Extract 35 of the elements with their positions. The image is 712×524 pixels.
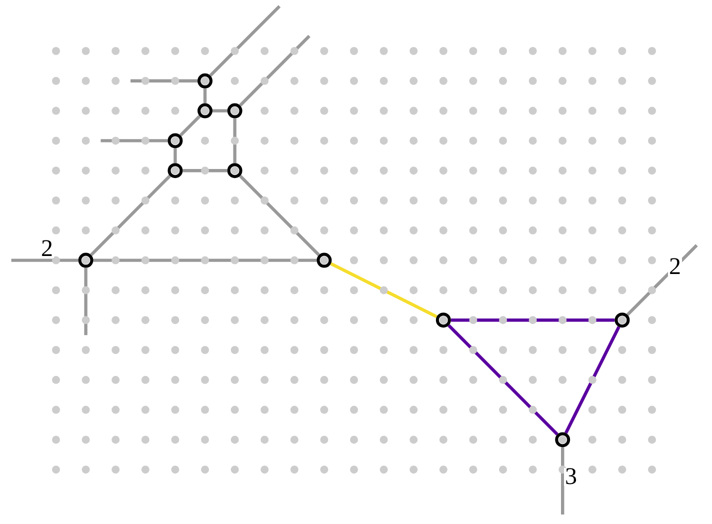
half-edge-line [100,139,168,142]
vertex-ring [555,432,570,448]
graph-edge [564,326,620,434]
vertex-ring [614,312,630,328]
half-edge-line [238,34,310,107]
graph-edge [330,262,438,318]
half-edge-line [561,447,564,514]
graph-edge [450,318,615,322]
graph-edge [212,109,228,112]
vertex-ring [198,73,212,88]
half-edge-line [84,268,88,336]
half-edge-line [626,244,698,316]
graph-edge [448,324,558,436]
graph-edge [233,118,236,164]
vertex-ring [227,163,242,178]
half-edge-line [130,79,198,82]
graph-edge [179,114,201,137]
vertex-ring [198,103,212,118]
vertex-ring [78,252,94,268]
edge-label: 2 [40,240,54,258]
graph-edge [238,174,320,256]
vertex-ring [316,252,332,268]
vertex-ring [227,103,242,118]
half-edge-line [11,258,78,262]
graph-edge [182,169,228,172]
graph-edge [90,174,172,256]
graph-edge [203,88,207,104]
vertex-ring [436,312,451,328]
graph-edge [174,148,177,164]
vertex-ring [168,133,183,148]
vertex-ring [168,163,183,178]
graph-edge [93,258,317,262]
edge-label: 2 [668,258,682,276]
edge-label: 3 [564,468,578,486]
half-edge-line [209,5,281,77]
